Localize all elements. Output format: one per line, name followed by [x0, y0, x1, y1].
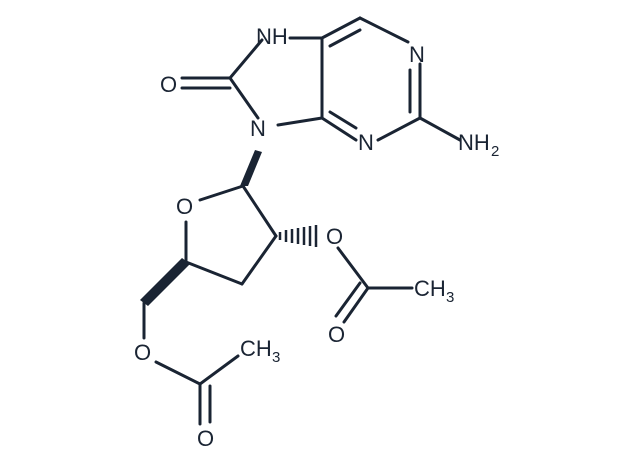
atom-n1: N — [409, 42, 425, 67]
atom-n3: N — [358, 130, 374, 155]
bond-cacyl-o-b — [334, 281, 362, 318]
wedge-c4-c5 — [140, 258, 190, 306]
atom-nh2-sub: 2 — [491, 143, 499, 160]
bond-c8-n7 — [228, 38, 264, 80]
bond-c5-c6-inner — [328, 28, 362, 48]
atom-ch3-b-sub: 3 — [272, 349, 280, 366]
bond-c2-n3 — [376, 116, 422, 142]
atom-n7h: NH — [256, 24, 288, 49]
atom-o5-carbonyl: O — [197, 426, 214, 451]
bond-c2-c1 — [241, 184, 278, 238]
bond-c1-o4 — [198, 184, 245, 202]
atom-o5: O — [134, 340, 151, 365]
atom-nh2: NH — [458, 130, 490, 155]
bond-c4-n9 — [276, 116, 324, 127]
bond-o3-cacyl — [336, 246, 370, 290]
bond-c4-c3 — [184, 260, 244, 286]
atom-o3-carbonyl: O — [328, 322, 345, 347]
bond-cacyl2-ch3b — [198, 354, 240, 386]
atom-ch3-a: CH — [414, 276, 446, 301]
atom-ring-o: O — [176, 194, 193, 219]
bond-n3-c4 — [320, 116, 358, 142]
hash-c2-o3 — [278, 225, 318, 247]
wedge-n9-c1 — [240, 150, 262, 186]
bond-c6-n1 — [358, 16, 410, 44]
bond-c5-c6 — [320, 16, 362, 40]
bond-n9-c8 — [228, 76, 260, 120]
bond-o5-cacyl — [154, 360, 202, 386]
atom-n9: N — [250, 116, 266, 141]
bond-n3-c4-inner — [328, 110, 358, 130]
atom-ch3-b: CH — [240, 336, 272, 361]
atom-oxo-o: O — [160, 72, 177, 97]
bond-c2-nh2 — [418, 116, 462, 142]
bond-cacyl-o-a — [342, 286, 370, 324]
bond-c3-c2 — [240, 234, 278, 286]
atom-ch3-a-sub: 3 — [446, 289, 454, 306]
atom-o3: O — [326, 224, 343, 249]
